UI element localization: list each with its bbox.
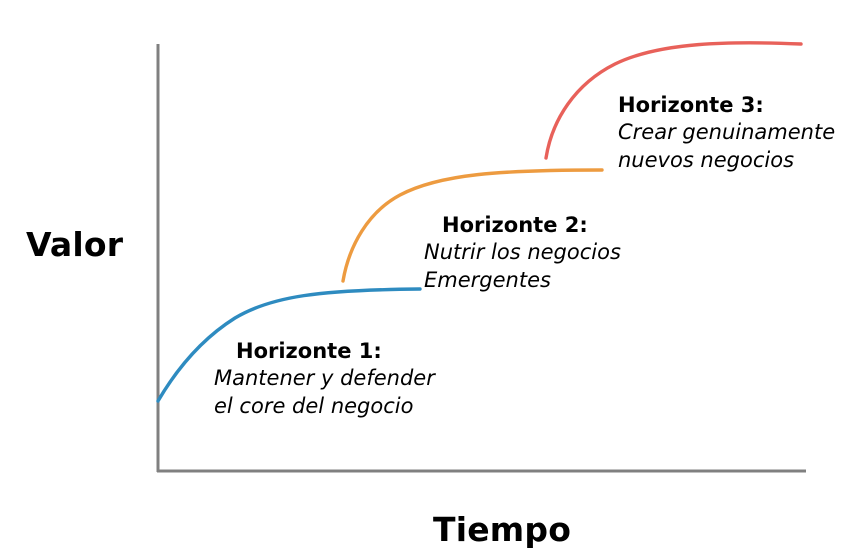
annotation-horizonte-1-line1: Mantener y defender	[214, 366, 435, 390]
annotation-horizonte-1-title: Horizonte 1:	[236, 339, 382, 363]
annotation-horizonte-2-line1: Nutrir los negocios	[424, 240, 621, 264]
annotation-horizonte-3-line1: Crear genuinamente	[618, 120, 836, 144]
y-axis-label: Valor	[26, 225, 124, 264]
annotation-horizonte-2-line2: Emergentes	[424, 268, 551, 292]
annotation-horizonte-2: Horizonte 2: Nutrir los negocios Emergen…	[424, 212, 621, 294]
annotation-horizonte-3-line2: nuevos negocios	[618, 148, 795, 172]
annotation-horizonte-1-line2: el core del negocio	[214, 394, 414, 418]
horizon-2-curve	[341, 168, 604, 283]
horizon-3-curve	[544, 41, 803, 160]
annotation-horizonte-1: Horizonte 1: Mantener y defender el core…	[214, 338, 435, 420]
annotation-horizonte-3: Horizonte 3: Crear genuinamente nuevos n…	[618, 92, 835, 174]
x-axis-label: Tiempo	[433, 510, 572, 549]
annotation-horizonte-2-body: Nutrir los negocios Emergentes	[424, 238, 621, 294]
annotation-horizonte-2-title: Horizonte 2:	[442, 213, 588, 237]
annotation-horizonte-1-body: Mantener y defender el core del negocio	[214, 364, 435, 420]
annotation-horizonte-3-body: Crear genuinamente nuevos negocios	[618, 118, 835, 174]
annotation-horizonte-3-title: Horizonte 3:	[618, 93, 764, 117]
horizon-1-curve	[156, 287, 422, 403]
